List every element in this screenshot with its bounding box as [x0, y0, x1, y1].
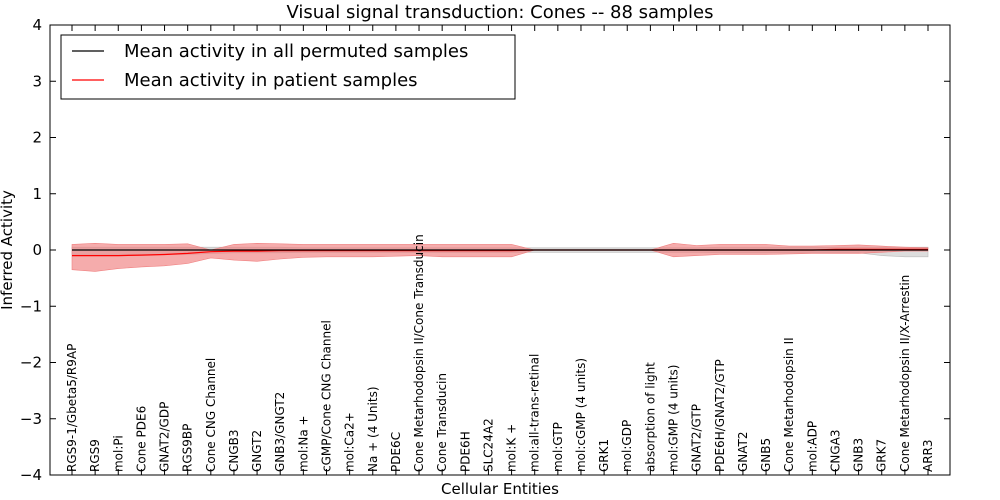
x-tick-label: mol:GDP	[620, 420, 634, 472]
y-tick-label: −4	[20, 466, 42, 484]
x-tick-label: GNB5	[759, 438, 773, 472]
x-tick-label: RGS9BP	[181, 424, 195, 472]
x-tick-label: CNGA3	[828, 430, 842, 473]
x-tick-label: mol:Na +	[296, 415, 310, 472]
y-tick-label: 0	[32, 241, 42, 259]
x-tick-label: GNAT2/GTP	[690, 404, 704, 472]
x-tick-label: RGS9-1/Gbeta5/R9AP	[65, 344, 79, 472]
x-tick-label: Cone Transducin	[435, 373, 449, 472]
x-tick-label: Cone Metarhodopsin II	[782, 337, 796, 472]
y-tick-label: 2	[32, 129, 42, 147]
y-tick-label: −1	[20, 297, 42, 315]
x-tick-label: mol:all-trans-retinal	[528, 354, 542, 472]
x-tick-label: GNB3/GNGT2	[273, 392, 287, 472]
x-tick-label: mol:GMP (4 units)	[667, 365, 681, 472]
x-tick-label: mol:cGMP (4 units)	[574, 358, 588, 472]
x-tick-label: cGMP/Cone CNG Channel	[319, 320, 333, 472]
x-tick-label: GNAT2	[736, 431, 750, 472]
y-tick-label: −3	[20, 410, 42, 428]
confidence-bands	[71, 242, 929, 272]
legend-label: Mean activity in patient samples	[124, 70, 418, 91]
x-tick-label: GRK1	[597, 439, 611, 472]
y-tick-label: 3	[32, 72, 42, 90]
x-tick-label: Cone PDE6	[134, 406, 148, 472]
x-axis-label: Cellular Entities	[441, 480, 559, 498]
chart-title: Visual signal transduction: Cones -- 88 …	[286, 2, 713, 23]
x-axis: RGS9-1/Gbeta5/R9AP RGS9 mol:Pi Cone PDE6 GNA…	[65, 25, 935, 475]
legend: Mean activity in all permuted samplesMea…	[60, 34, 516, 100]
x-tick-label: GNB3	[852, 438, 866, 472]
x-tick-label: ARR3	[921, 439, 935, 472]
x-tick-label: mol:K +	[505, 424, 519, 472]
y-tick-label: 1	[32, 185, 42, 203]
y-tick-label: 4	[32, 16, 42, 34]
legend-label: Mean activity in all permuted samples	[124, 41, 468, 62]
x-tick-label: Cone CNG Channel	[204, 358, 218, 472]
x-tick-label: PDE6C	[389, 432, 403, 472]
x-tick-label: GNAT2/GDP	[158, 402, 172, 472]
x-tick-label: Na + (4 Units)	[366, 386, 380, 472]
x-tick-label: mol:Ca2+	[343, 412, 357, 472]
x-tick-label: GRK7	[875, 439, 889, 472]
x-tick-label: mol:GTP	[551, 422, 565, 472]
series-lines	[72, 248, 928, 257]
x-tick-label: Cone Metarhodopsin II/X-Arrestin	[898, 275, 912, 472]
x-tick-label: GNGT2	[250, 430, 264, 472]
x-tick-label: absorption of light	[643, 362, 657, 472]
y-axis: 4 3 2 1 0 −1 −2 −3 −4	[20, 16, 950, 484]
x-tick-label: RGS9	[88, 439, 102, 472]
y-axis-label: Inferred Activity	[0, 190, 16, 310]
x-tick-label: SLC24A2	[481, 418, 495, 472]
series-1-band	[71, 242, 929, 272]
legend-box	[60, 34, 516, 100]
y-tick-label: −2	[20, 354, 42, 372]
x-tick-label: PDE6H/GNAT2/GTP	[713, 359, 727, 472]
x-tick-label: PDE6H	[458, 431, 472, 472]
x-tick-label: CNGB3	[227, 429, 241, 472]
x-tick-label: mol:ADP	[805, 421, 819, 472]
x-tick-label: Cone Metarhodopsin II/Cone Transducin	[412, 234, 426, 472]
x-tick-label: mol:Pi	[111, 435, 125, 472]
